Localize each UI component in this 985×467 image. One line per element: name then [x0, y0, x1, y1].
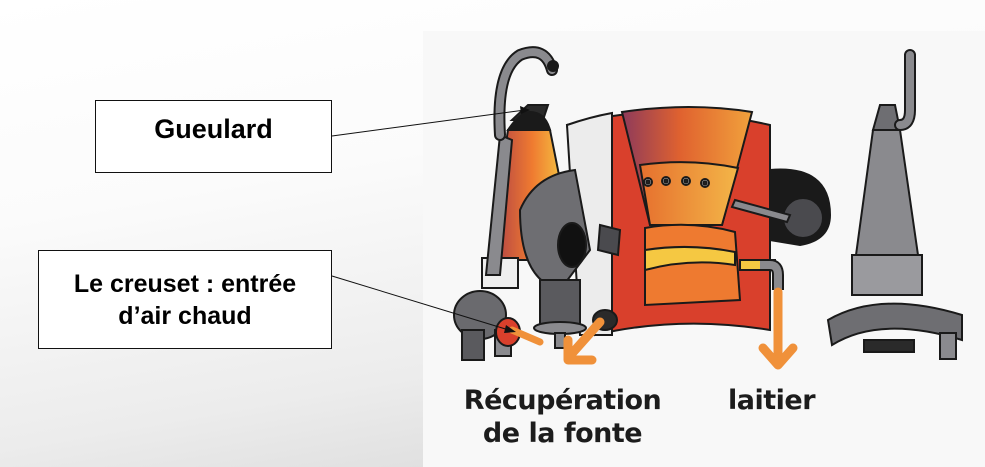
caption-fonte-line2: de la fonte — [482, 418, 643, 449]
hot-blast-main — [518, 168, 622, 349]
right-stove — [826, 49, 963, 360]
slag-pipe — [758, 259, 798, 370]
furnace-body — [565, 106, 776, 337]
creuset-leader-line — [331, 275, 513, 332]
caption-fonte-line1: Récupération — [463, 385, 662, 416]
caption-slag: laitier — [728, 384, 816, 417]
label-gueulard-text: Gueulard — [154, 114, 273, 144]
label-creuset-line2: d’air chaud — [118, 301, 252, 330]
caption-laitier-text: laitier — [728, 385, 816, 416]
label-creuset: Le creuset : entrée d’air chaud — [38, 250, 332, 349]
label-gueulard: Gueulard — [95, 100, 332, 173]
gueulard-leader-line — [331, 109, 526, 137]
label-creuset-line1: Le creuset : entrée — [73, 269, 297, 298]
gueulard-arrowhead — [520, 106, 530, 114]
right-dome — [730, 168, 832, 247]
caption-cast-iron-recovery: Récupération de la fonte — [455, 384, 670, 450]
leader-lines — [331, 106, 530, 333]
cast-iron-arrow — [563, 317, 605, 365]
creuset-arrowhead — [504, 325, 516, 333]
hot-air-inlet — [495, 317, 544, 347]
